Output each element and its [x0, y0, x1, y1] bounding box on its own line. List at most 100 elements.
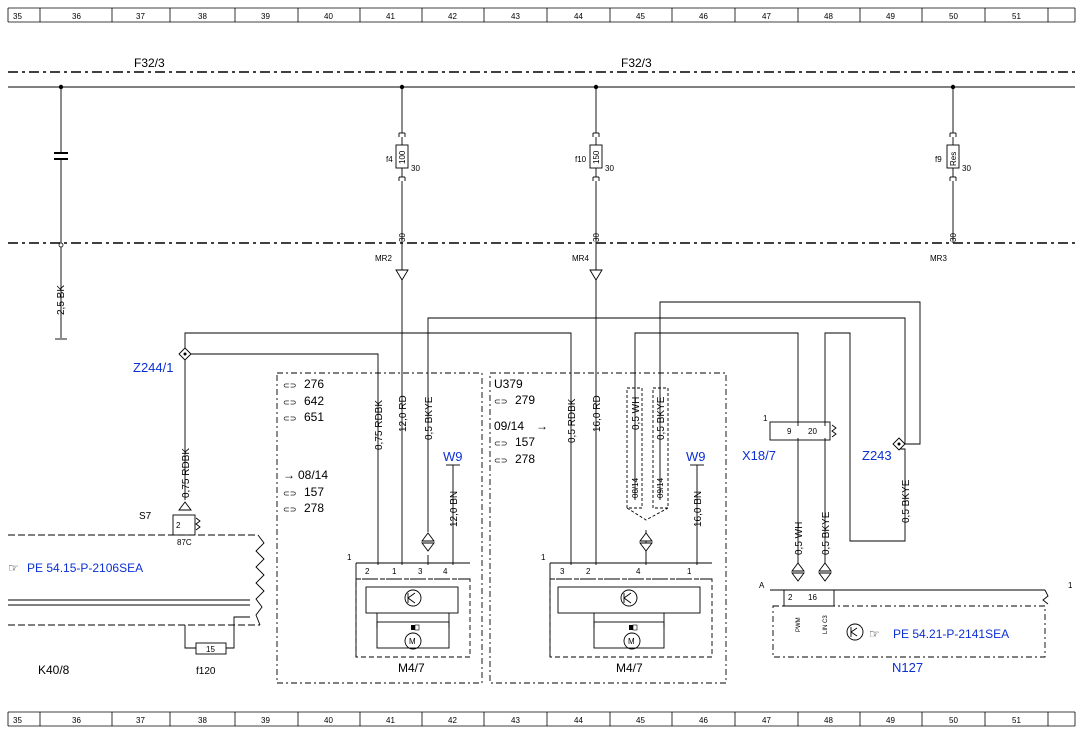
ref-icon-642: ⊂⊃	[283, 398, 296, 407]
f4-junction-dot	[399, 84, 405, 90]
z244-dot	[183, 352, 187, 356]
terminal-circle	[58, 242, 64, 248]
wire-label-16-bn: 16,0 BN	[693, 491, 704, 527]
s7-label: S7	[139, 511, 152, 522]
bus-label-left: F32/3	[134, 56, 165, 70]
n127-linc3: LIN C3	[823, 615, 829, 634]
m47-right-icon-b	[632, 624, 638, 631]
m47-block-left	[276, 372, 483, 684]
ruler-top-3: 38	[198, 12, 207, 21]
ruler-top-4: 39	[261, 12, 270, 21]
n127-pwm: PWM	[796, 617, 802, 632]
s7-pin-87c: 87C	[177, 538, 192, 547]
m47-right-label: M4/7	[616, 661, 643, 675]
pe-left-hand-icon: ☞	[8, 561, 19, 575]
ref-icon-157: ⊂⊃	[283, 489, 296, 498]
fuse-f4-pin: 30	[411, 164, 420, 173]
ref-278-mid: 278	[515, 452, 535, 466]
pe-left-link[interactable]: PE 54.15-P-2106SEA	[27, 561, 143, 575]
m47-left-icon-b	[414, 624, 420, 631]
z244-label: Z244/1	[133, 360, 173, 375]
wire-label-16-rd: 16,0 RD	[592, 395, 603, 432]
wire-label-12-bn: 12,0 BN	[449, 491, 460, 527]
wire-label-05-rdbk: 0,5 RDBK	[567, 398, 578, 443]
x18-7-connector	[769, 421, 837, 441]
f10-pin30: 30	[592, 233, 601, 242]
x18-label: X18/7	[742, 448, 776, 463]
ref-0914: 09/14	[494, 419, 524, 433]
ruler-top-8: 43	[511, 12, 520, 21]
fuse-f4-name: f4	[386, 155, 393, 164]
fuse-f9-rating: Res	[949, 152, 958, 166]
m47-right-pin-c: 4	[636, 567, 641, 576]
wire-label-05-bkye-left: 0,5 BKYE	[424, 396, 435, 440]
motor-symbol-right: M	[628, 637, 635, 646]
wire-label-12-rd: 12,0 RD	[398, 395, 409, 432]
ref-list-mid: ⊂⊃ 279 09/14 → ⊂⊃ 157 ⊂⊃ 278	[494, 393, 548, 466]
ruler-top-13: 48	[824, 12, 833, 21]
capacitor-branch	[54, 87, 68, 340]
mr4-label: MR4	[572, 254, 589, 263]
ruler-bottom-12: 47	[762, 716, 771, 725]
ruler-top-9: 44	[574, 12, 583, 21]
fuse-f10	[589, 87, 603, 565]
wire-label-05-bkye-mid: 0,5 BKYE	[656, 396, 667, 440]
w9-label-right: W9	[686, 449, 706, 464]
fuse-f9-name: f9	[935, 155, 942, 164]
ruler-bottom-11: 46	[699, 716, 708, 725]
pe-right-hand-icon: ☞	[869, 627, 880, 641]
ruler-top-15: 50	[949, 12, 958, 21]
ruler-top-1: 36	[72, 12, 81, 21]
double-arrow-connectors	[178, 501, 832, 582]
ref-icon-279: ⊂⊃	[494, 397, 507, 406]
k40-label: K40/8	[38, 663, 70, 677]
m47-right-pin-b: 2	[586, 567, 591, 576]
pe-right-link[interactable]: PE 54.21-P-2141SEA	[893, 627, 1009, 641]
bus-junction-dot	[58, 84, 64, 90]
n127-1: 1	[1068, 581, 1073, 590]
ref-279: 279	[515, 393, 535, 407]
ref-icon-157-mid: ⊂⊃	[494, 439, 507, 448]
fuse-f10-pin: 30	[605, 164, 614, 173]
z243-label: Z243	[862, 448, 892, 463]
ruler-bottom-15: 50	[949, 716, 958, 725]
ref-icon-278-mid: ⊂⊃	[494, 456, 507, 465]
fuse-f9	[946, 87, 960, 243]
arrow-0914: →	[536, 419, 548, 433]
wire-label-2-5-bk: 2,5 BK	[56, 285, 67, 315]
f120-pin: 15	[206, 645, 215, 654]
ruler-top-16: 51	[1012, 12, 1021, 21]
wire-label-075-rdbk: 0,75 RDBK	[374, 400, 385, 450]
ruler-top-7: 42	[448, 12, 457, 21]
s7-pin-2: 2	[176, 521, 181, 530]
ruler-bottom-0: 35	[13, 716, 22, 725]
f9-junction-dot	[950, 84, 956, 90]
m47-right-conn-1: 1	[541, 553, 546, 562]
ruler-top-14: 49	[886, 12, 895, 21]
k40-8-box	[8, 514, 265, 655]
f10-junction-dot	[593, 84, 599, 90]
n127-pin-16: 16	[808, 593, 817, 602]
ref-0814: 08/14	[298, 468, 328, 482]
ruler-bottom-10: 45	[636, 716, 645, 725]
n127-label: N127	[892, 660, 923, 675]
m47-right-icon-a	[629, 625, 633, 630]
ref-278-left: 278	[304, 501, 324, 515]
ref-642: 642	[304, 394, 324, 408]
u379-label: U379	[494, 377, 523, 391]
m47-left-icon-a	[411, 625, 415, 630]
ruler-bottom-5: 40	[324, 716, 333, 725]
f9-pin30: 30	[949, 233, 958, 242]
ruler-bottom-1: 36	[72, 716, 81, 725]
ruler-top-5: 40	[324, 12, 333, 21]
wire-label-075-rdbk-left: 0,75 RDBK	[181, 448, 192, 498]
x18-pin-9: 9	[787, 427, 792, 436]
bus-label-right: F32/3	[621, 56, 652, 70]
ruler-bottom-16: 51	[1012, 716, 1021, 725]
splitter-box	[626, 387, 669, 521]
ruler-bottom-9: 44	[574, 716, 583, 725]
x18-pin-20: 20	[808, 427, 817, 436]
fuse-f4	[395, 87, 409, 565]
ref-651: 651	[304, 410, 324, 424]
